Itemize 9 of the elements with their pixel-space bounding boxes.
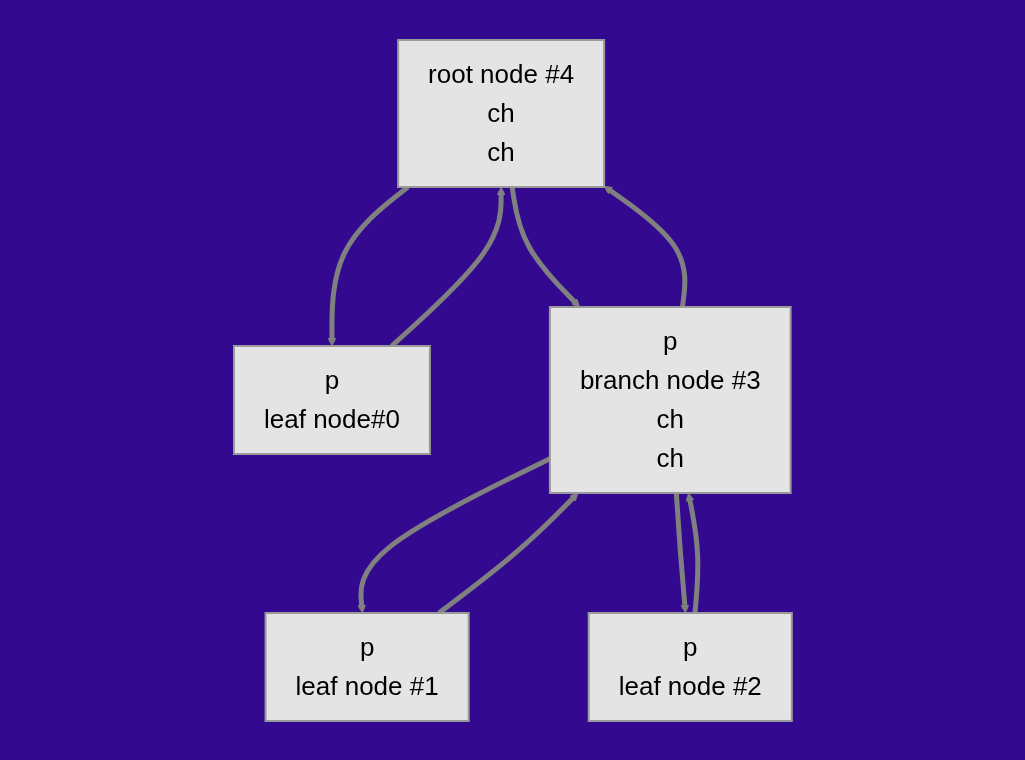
node-box: p leaf node#0 xyxy=(232,344,431,455)
arrow xyxy=(509,186,580,307)
node-box: root node #4 ch ch xyxy=(396,38,605,188)
arrow xyxy=(603,185,687,307)
node-box: p branch node #3 ch ch xyxy=(548,305,792,494)
node-box: p leaf node #1 xyxy=(264,611,470,722)
arrow xyxy=(673,492,689,613)
node-box: p leaf node #2 xyxy=(587,611,793,722)
arrow xyxy=(685,492,700,613)
